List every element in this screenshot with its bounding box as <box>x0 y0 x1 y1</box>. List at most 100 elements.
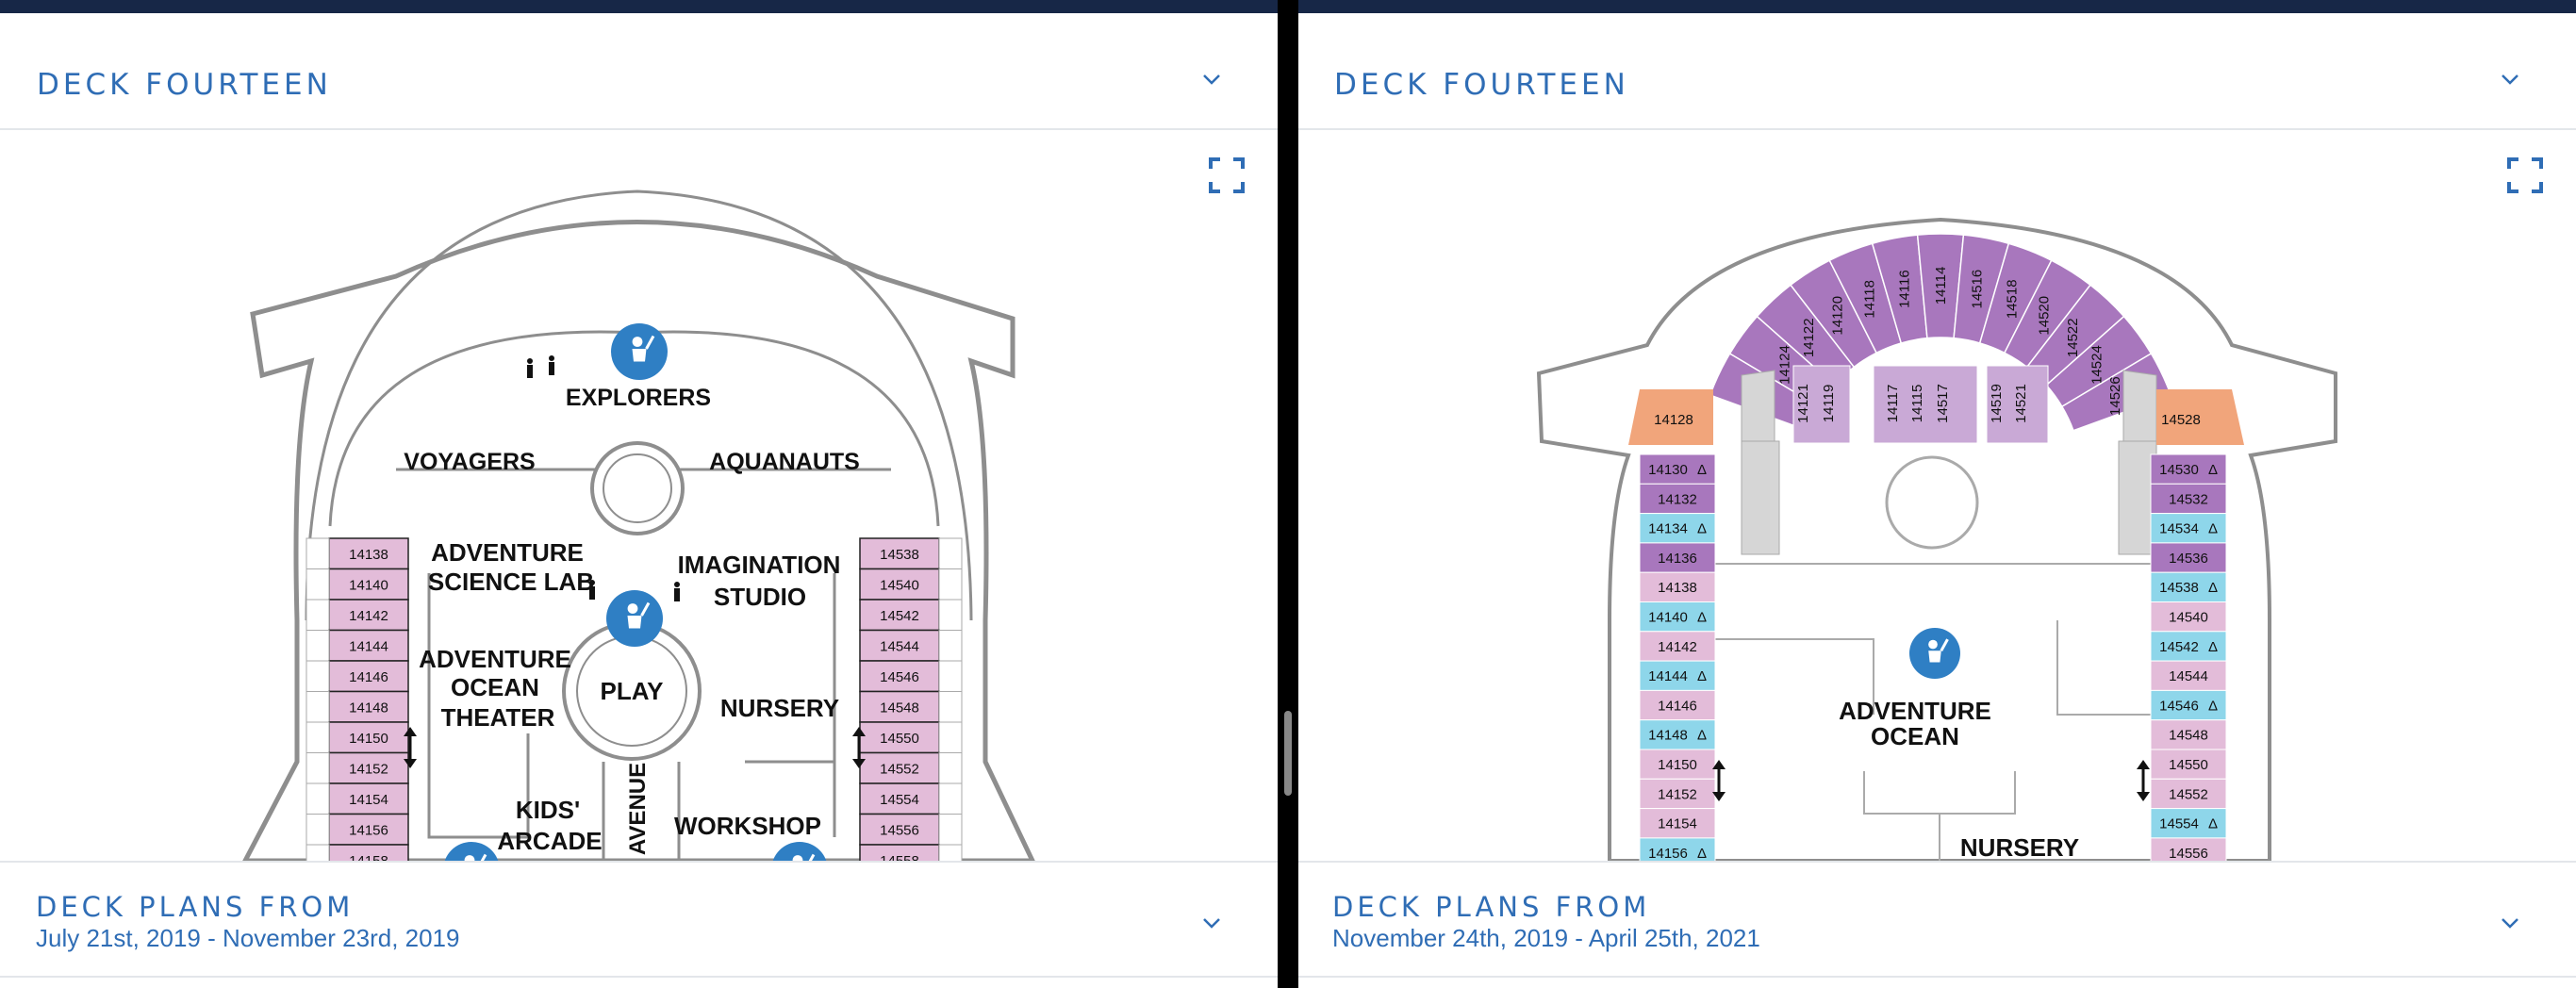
icon-arm <box>640 601 651 617</box>
balcony <box>305 568 330 601</box>
person-head <box>549 355 554 361</box>
balcony <box>938 691 963 723</box>
cabin-number: 14548 <box>880 700 919 716</box>
deck-selector[interactable]: DECK FOURTEEN <box>1298 13 2576 130</box>
room-walls <box>427 573 836 861</box>
cabin <box>2150 749 2227 780</box>
central-ring <box>590 441 685 535</box>
cabin-number: 14554 <box>880 792 919 808</box>
fullscreen-icon[interactable] <box>2506 156 2544 194</box>
deck-plans-date-selector[interactable]: DECK PLANS FROM November 24th, 2019 - Ap… <box>1298 861 2576 978</box>
side-block <box>2118 440 2157 555</box>
cabin-number: 14550 <box>2169 757 2208 773</box>
cabin <box>2150 778 2227 810</box>
accessible-icon: Δ <box>2208 521 2218 537</box>
cabin-number: 14142 <box>1658 639 1697 655</box>
deck-plan-pane-right: DECK FOURTEEN 14126141241412214120141181… <box>1298 0 2576 988</box>
balcony <box>305 844 330 861</box>
chevron-down-icon <box>1203 74 1220 85</box>
accessible-icon: Δ <box>1697 610 1707 626</box>
person-head <box>527 358 533 364</box>
cabin-number: 14540 <box>880 578 919 594</box>
balcony <box>305 782 330 815</box>
hull-inner <box>305 189 973 621</box>
restroom-icon <box>589 580 595 600</box>
top-bar <box>0 0 1278 13</box>
cabin-number: 14144 <box>1648 668 1688 684</box>
restroom-icon <box>527 358 533 378</box>
cabin-number: 14536 <box>2169 551 2208 567</box>
cabin-number: 14138 <box>349 547 388 563</box>
cabin-number: 14154 <box>1658 816 1697 832</box>
chevron-down-icon <box>2502 918 2518 929</box>
cabin <box>2150 719 2227 750</box>
icon-arm <box>645 335 655 350</box>
fullscreen-icon[interactable] <box>1208 156 1246 194</box>
accessible-icon: Δ <box>1697 462 1707 478</box>
arrow-down <box>1712 792 1726 801</box>
cabin <box>1639 483 1716 515</box>
area-label-avenue: AVENUE <box>625 763 651 855</box>
cabin-number: 14526 <box>2107 376 2123 416</box>
cabin <box>2150 660 2227 691</box>
cabin-number: 14546 <box>880 669 919 685</box>
area-label-play: PLAY <box>601 677 664 705</box>
cabin-number: 14517 <box>1935 384 1951 423</box>
deck-plans-date-selector[interactable]: DECK PLANS FROM July 21st, 2019 - Novemb… <box>0 861 1278 978</box>
cabin <box>2150 513 2227 544</box>
person-head <box>589 580 595 585</box>
corner-cabin <box>1628 389 1713 445</box>
area-label-ocean-theater: THEATER <box>441 703 555 732</box>
cabin <box>2150 808 2227 839</box>
cabin-number: 14544 <box>880 639 919 655</box>
arrow-up <box>1712 760 1726 769</box>
cabin-number: 14520 <box>2037 296 2053 336</box>
cabin-number: 14116 <box>1897 270 1913 308</box>
cabin-number: 14521 <box>2013 384 2029 423</box>
balcony <box>305 537 330 569</box>
balcony <box>938 782 963 815</box>
person-head <box>674 582 680 587</box>
balcony <box>938 814 963 846</box>
elevator-arrow-icon <box>2137 760 2150 801</box>
deck-map[interactable]: 1412614124141221412014118141161411414516… <box>1298 130 2576 861</box>
arrow-up <box>404 727 417 736</box>
cabin-number: 14134 <box>1648 521 1688 537</box>
cabin <box>859 629 940 662</box>
cabin <box>1639 719 1716 750</box>
balcony <box>938 599 963 631</box>
cabin-number: 14532 <box>2169 491 2208 507</box>
balcony <box>938 844 963 861</box>
cabin-number: 14140 <box>349 578 388 594</box>
adventure-ocean-icon <box>606 590 663 647</box>
cabin <box>1639 778 1716 810</box>
deck-selector[interactable]: DECK FOURTEEN <box>0 13 1278 130</box>
deck-map-svg: 1412614124141221412014118141161411414516… <box>1536 217 2337 861</box>
cabin-number: 14118 <box>1862 280 1878 319</box>
area-label-aquanauts: AQUANAUTS <box>709 449 860 475</box>
accessible-icon: Δ <box>2208 816 2218 832</box>
cabin-number: 14146 <box>1658 698 1697 714</box>
deck-plans-title: DECK PLANS FROM <box>1332 891 1651 923</box>
inner-cabin-block <box>1792 365 1851 444</box>
adventure-ocean-icon <box>611 323 668 380</box>
area-label-adventure-ocean: ADVENTURE <box>1839 697 1991 725</box>
arrow-down <box>852 759 866 768</box>
cabin-number: 14518 <box>2004 279 2020 319</box>
icon-head <box>464 855 475 861</box>
icon-head <box>1928 639 1938 650</box>
deck-map-svg: 1413814140141421414414146141481415014152… <box>242 189 1035 861</box>
split-view-divider-handle[interactable] <box>1284 711 1292 796</box>
elevator-arrow-icon <box>852 727 866 768</box>
cabin <box>2150 837 2227 861</box>
cabin-number: 14119 <box>1821 385 1837 423</box>
restroom-icon <box>674 582 680 601</box>
cabin-number: 14136 <box>1658 551 1697 567</box>
cabin-number: 14150 <box>1658 757 1697 773</box>
balcony <box>305 630 330 662</box>
cabin <box>2150 689 2227 721</box>
corner-cabin <box>2156 389 2244 445</box>
balcony <box>938 721 963 753</box>
